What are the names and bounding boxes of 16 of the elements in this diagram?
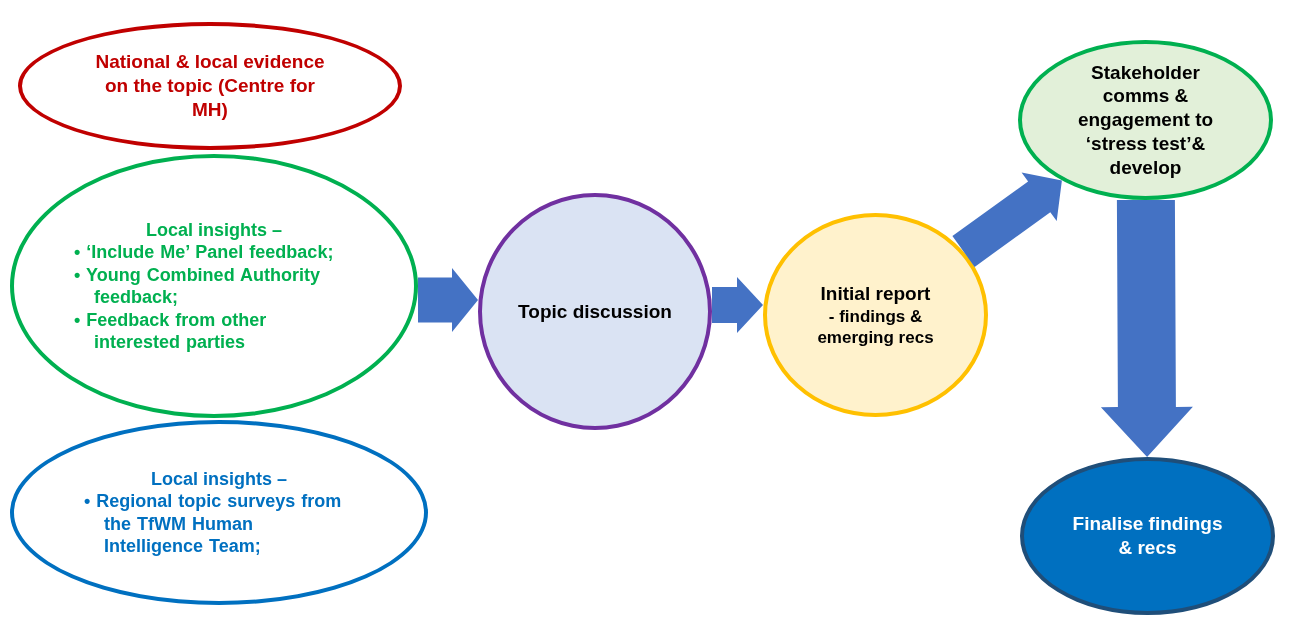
block-arrow [418,268,478,332]
bullet-item: • Feedback from other interested parties [74,308,268,354]
bullet-item: • Regional topic surveys from the TfWM Human Intelligence Team; [84,490,343,558]
block-arrow [952,172,1062,267]
node-subtext: - findings & emerging recs [816,305,935,349]
node-label: Topic discussion [518,299,672,324]
node-label: Finalise findings & recs [1071,512,1224,560]
bullet-item: • Young Combined Authority feedback; [74,263,321,309]
block-arrow [1100,199,1193,457]
node-label: Stakeholder comms & engagement to ‘stress test’& develop [1076,60,1215,180]
node-heading: Local insights – [146,218,282,241]
node-label: National & local evidence on the topic (Centre for MH) [94,50,326,122]
block-arrow [712,277,763,333]
node-label: Initial report [820,281,931,306]
bullet-item: • ‘Include Me’ Panel feedback; [74,241,335,264]
node-heading: Local insights – [151,467,287,490]
